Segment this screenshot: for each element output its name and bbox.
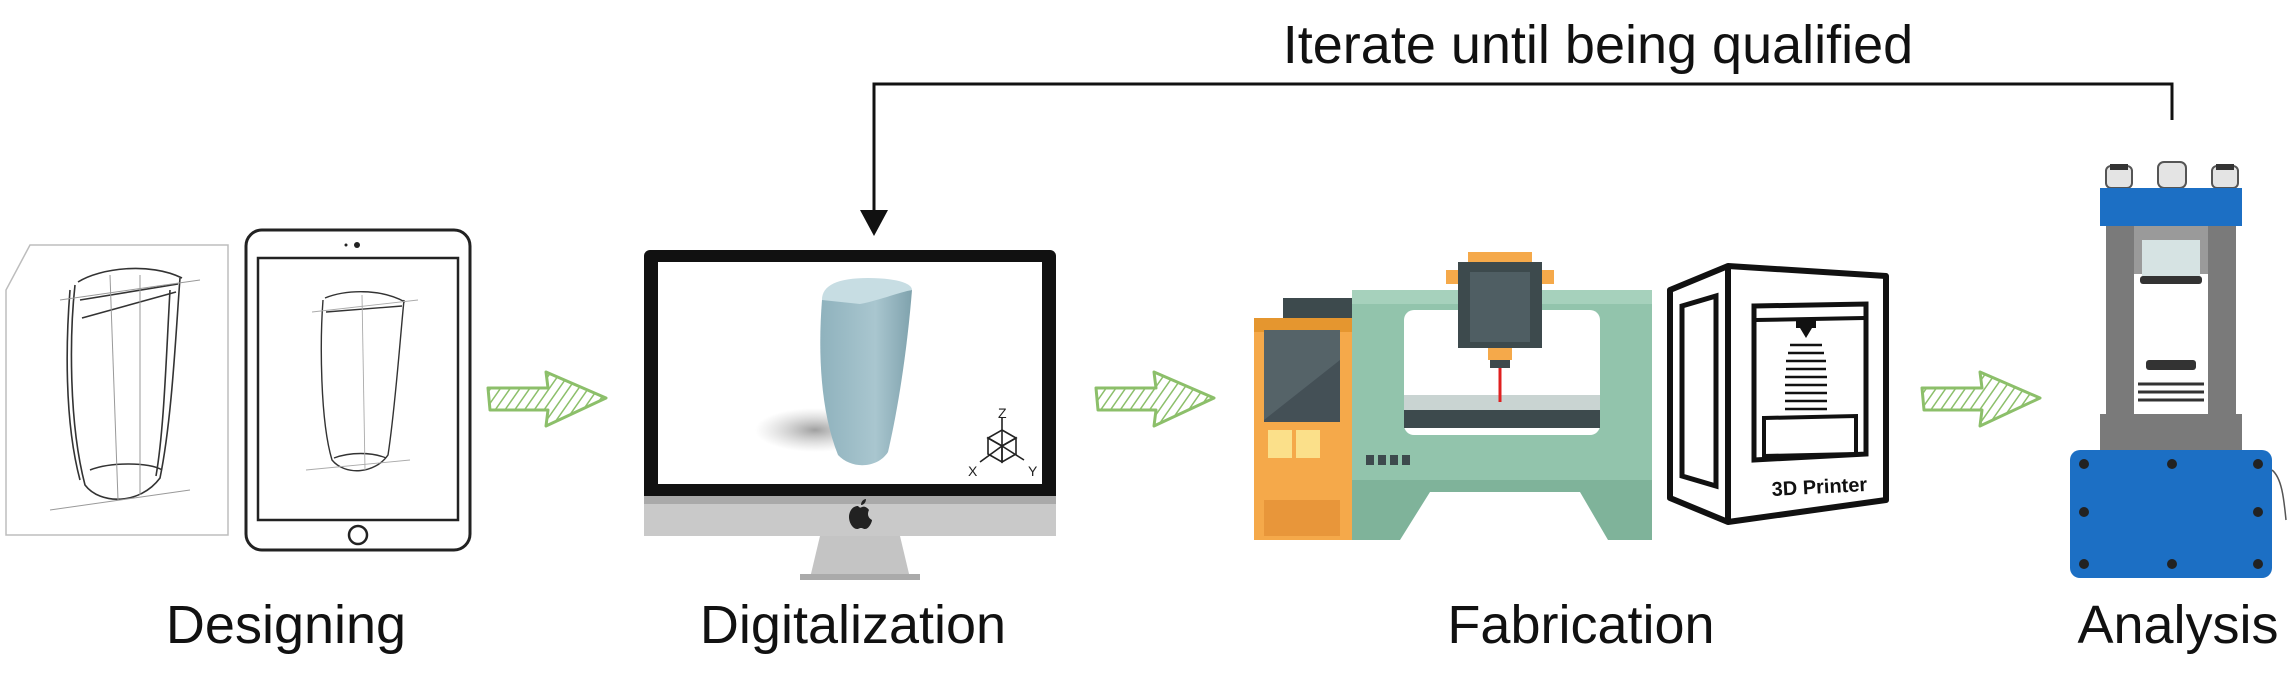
stage-label-fabrication: Fabrication — [1447, 595, 1715, 655]
feedback-loop-arrow — [860, 82, 2174, 236]
cnc-machine — [1254, 252, 1652, 540]
apple-logo-icon — [849, 499, 872, 529]
axis-z-label: Z — [998, 405, 1007, 421]
axis-y-label: Y — [1028, 463, 1038, 479]
testing-machine — [2070, 161, 2287, 578]
flow-arrow-1 — [486, 370, 608, 428]
tablet-device — [244, 228, 472, 552]
flow-arrow-2 — [1094, 370, 1216, 428]
printer-label: 3D Printer — [1771, 474, 1868, 501]
axis-x-label: X — [968, 463, 978, 479]
feedback-loop-label: Iterate until being qualified — [1282, 15, 1914, 75]
computer-monitor: Z X Y — [644, 250, 1056, 580]
stage-label-designing: Designing — [165, 595, 407, 655]
flow-arrow-3 — [1920, 370, 2042, 428]
stage-label-digitalization: Digitalization — [699, 595, 1007, 655]
3d-printer: 3D Printer — [1667, 263, 1889, 525]
axis-gizmo — [979, 418, 1025, 464]
stage-label-analysis: Analysis — [2077, 595, 2279, 655]
sketch-paper — [5, 244, 229, 536]
